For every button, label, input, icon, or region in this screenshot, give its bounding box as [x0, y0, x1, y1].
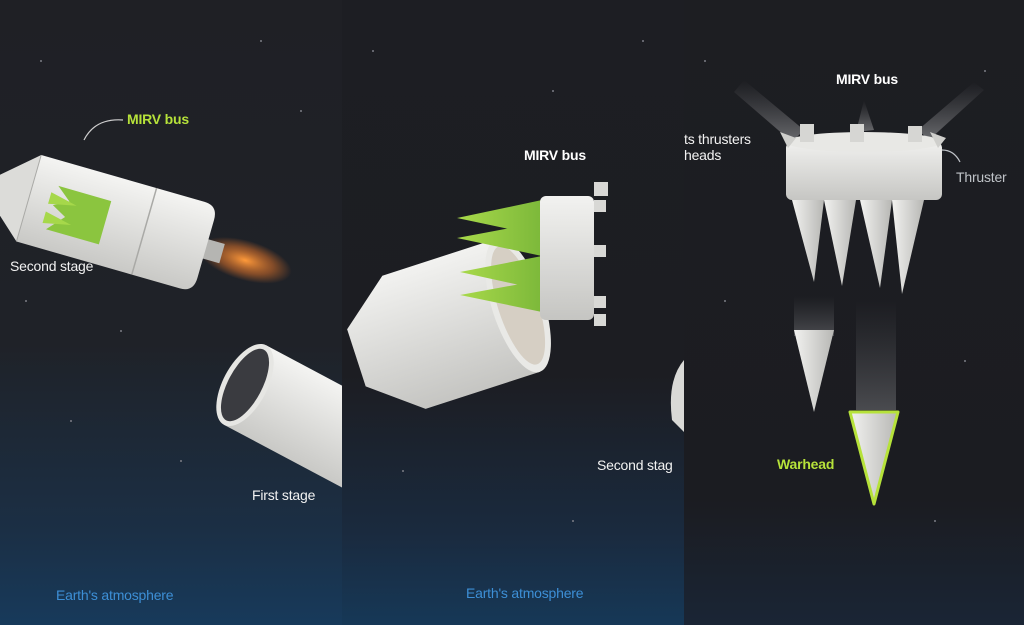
- label-thrusters-line2: heads: [684, 147, 722, 163]
- label-earths-atmosphere: Earth's atmosphere: [466, 585, 584, 601]
- label-thruster: Thruster: [956, 169, 1007, 185]
- deployment-illustration: [734, 80, 984, 506]
- label-mirv-bus: MIRV bus: [836, 71, 898, 87]
- attached-warheads: [792, 200, 924, 294]
- released-warhead: [794, 330, 834, 412]
- star: [934, 520, 936, 522]
- launch-illustration: [0, 119, 342, 500]
- panel-deployment: MIRV bus ts thrusters heads Thruster War…: [684, 0, 1024, 625]
- star: [964, 360, 966, 362]
- nose-cone: [0, 155, 42, 242]
- first-stage-tube: [216, 343, 342, 500]
- star: [120, 330, 122, 332]
- label-warhead: Warhead: [777, 456, 835, 472]
- thruster-plume: [734, 80, 804, 142]
- first-stage-edge: [670, 360, 684, 432]
- panel-separation: MIRV bus Second stag Earth's atmosphere: [342, 0, 684, 625]
- star: [300, 110, 302, 112]
- second-stage-rocket: [0, 154, 292, 290]
- highlighted-warhead: [848, 410, 900, 506]
- separation-illustration: [347, 182, 684, 432]
- label-second-stage: Second stag: [597, 457, 673, 473]
- warheads: [457, 200, 542, 312]
- star: [40, 60, 42, 62]
- warhead-cone: [457, 222, 542, 256]
- star: [372, 50, 374, 52]
- pointer-line: [83, 119, 124, 141]
- star: [984, 70, 986, 72]
- star: [25, 300, 27, 302]
- star: [180, 460, 182, 462]
- star: [704, 60, 706, 62]
- label-mirv-bus: MIRV bus: [524, 147, 586, 163]
- thruster-plume: [918, 82, 984, 140]
- panel-launch: MIRV bus Second stage First stage Earth'…: [0, 0, 342, 625]
- star: [552, 90, 554, 92]
- star: [724, 300, 726, 302]
- warhead-trail: [794, 296, 834, 336]
- star: [70, 420, 72, 422]
- warhead-cone: [460, 280, 542, 312]
- warhead-cone: [460, 256, 542, 290]
- star: [402, 470, 404, 472]
- label-first-stage: First stage: [252, 487, 316, 503]
- label-thrusters-line1: ts thrusters: [684, 131, 751, 147]
- label-earths-atmosphere: Earth's atmosphere: [56, 587, 174, 603]
- star: [572, 520, 574, 522]
- pointer-line: [941, 149, 961, 163]
- warhead-cluster: [45, 185, 112, 245]
- label-mirv-bus: MIRV bus: [127, 111, 189, 127]
- star: [260, 40, 262, 42]
- mirv-bus-body: [540, 182, 608, 326]
- warhead-trail: [856, 300, 896, 410]
- star: [642, 40, 644, 42]
- mirv-bus-body: [780, 124, 946, 200]
- label-second-stage: Second stage: [10, 258, 94, 274]
